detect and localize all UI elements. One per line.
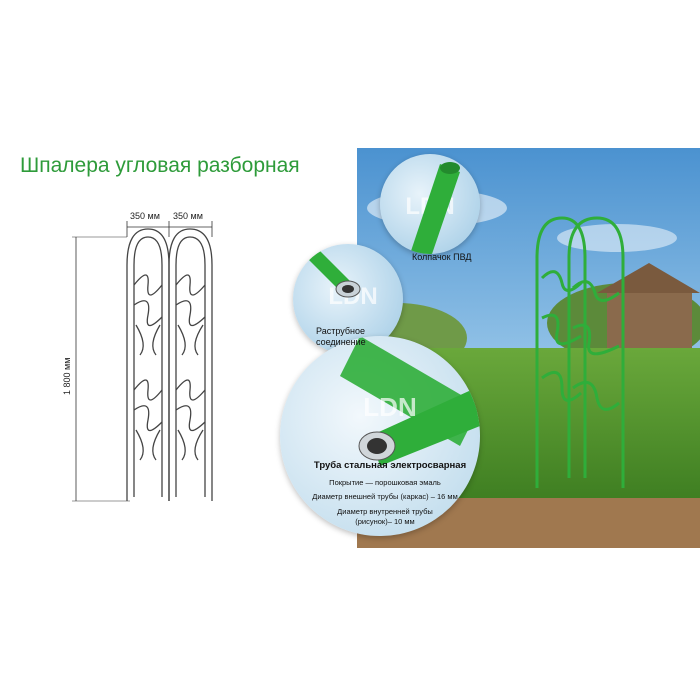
pipe-outer-diameter: Диаметр внешней трубы (каркас) – 16 мм — [312, 492, 458, 501]
pipe-title: Труба стальная электросварная — [313, 460, 467, 471]
width-left-label: 350 мм — [130, 211, 160, 221]
joint-label-line1: Раструбное — [316, 326, 365, 336]
svg-text:LDN: LDN — [363, 392, 416, 422]
product-title: Шпалера угловая разборная — [20, 154, 300, 177]
joint-detail-lens: LDN — [293, 244, 403, 354]
pipe-inner-diameter-2: (рисунок)– 10 мм — [355, 517, 415, 526]
cap-label: Колпачок ПВД — [412, 252, 472, 262]
height-label: 1 800 мм — [62, 358, 72, 395]
width-right-label: 350 мм — [173, 211, 203, 221]
trellis-technical-drawing: 350 мм 350 мм 1 800 мм — [62, 211, 213, 502]
pipe-inner-diameter-1: Диаметр внутренней трубы — [337, 507, 433, 516]
joint-label-line2: соединение — [316, 337, 366, 347]
joint-label: Раструбное соединение — [316, 326, 366, 348]
pipe-detail-lens: LDN — [280, 336, 480, 536]
pipe-coating: Покрытие — порошковая эмаль — [329, 478, 441, 487]
trellis-photo — [535, 216, 625, 488]
house-image — [607, 288, 692, 358]
cap-detail-lens: LDN — [380, 154, 480, 254]
